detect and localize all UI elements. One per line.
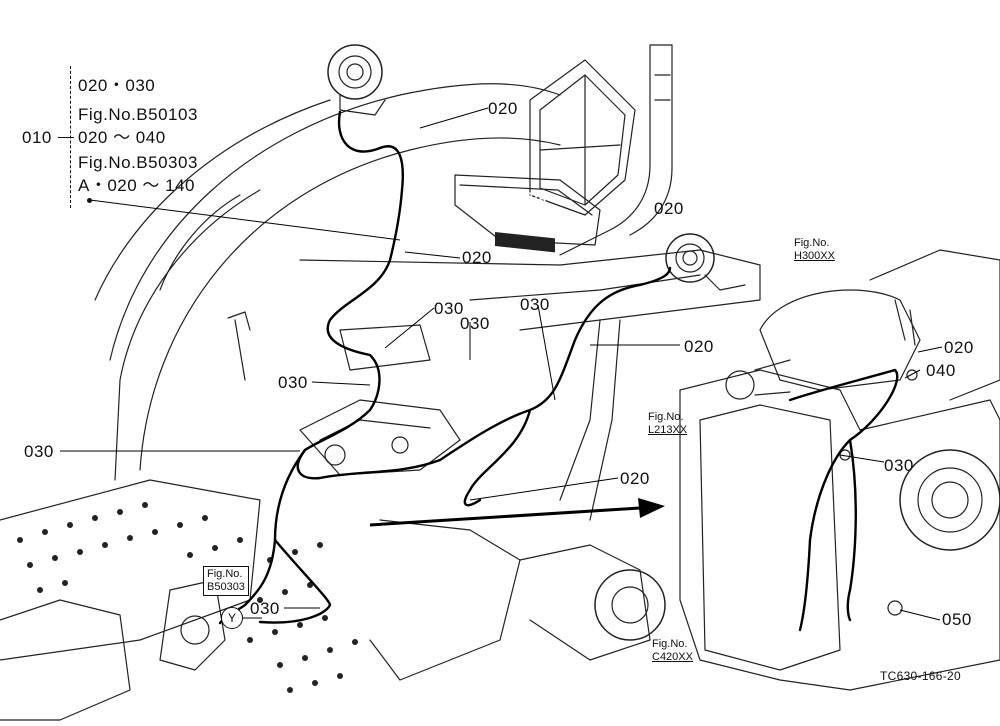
callout-030-frame[interactable]: 030 <box>520 295 550 314</box>
callout-020-center-low[interactable]: 020 <box>684 337 714 356</box>
callout-020-mid-left[interactable]: 020 <box>462 248 492 267</box>
seat-panel <box>529 59 636 216</box>
rear-axle <box>519 544 651 661</box>
fender-outline <box>109 83 561 361</box>
harness-lower <box>218 448 307 625</box>
fig-ref-h300-code[interactable]: H300XX <box>794 250 835 262</box>
callout-030-gearbox[interactable]: 030 <box>884 456 914 475</box>
fig-ref-b50303[interactable]: Fig.No. B50303 <box>203 566 249 596</box>
fig-ref-b50303-label: Fig.No. <box>207 568 243 580</box>
connector-marker-y[interactable]: Y <box>221 607 243 629</box>
harness-gearbox <box>788 368 899 632</box>
main-frame <box>299 249 761 331</box>
floor-plate <box>0 479 261 661</box>
callout-030-center2[interactable]: 030 <box>460 314 490 333</box>
fig-ref-h300-label: Fig.No. <box>794 237 830 249</box>
callout-020-top[interactable]: 020 <box>488 99 518 118</box>
group-line-3: 020 ～ 040 <box>78 128 166 147</box>
pump-housing <box>759 289 921 391</box>
fig-ref-c420[interactable]: Fig.No. C420XX <box>652 638 693 664</box>
callout-030-left[interactable]: 030 <box>24 442 54 461</box>
callout-030-center[interactable]: 030 <box>434 299 464 318</box>
brand-plate-text: KUBOTA <box>500 188 547 205</box>
callout-030-bottom[interactable]: 030 <box>250 599 280 618</box>
part-number-010[interactable]: 010 <box>22 128 52 147</box>
battery-cover <box>454 174 601 246</box>
group-line-1: 020・030 <box>78 76 156 95</box>
harness-main <box>296 110 672 480</box>
group-line-5: A・020 ～ 140 <box>78 176 196 195</box>
callout-040[interactable]: 040 <box>926 361 956 380</box>
group-line-4[interactable]: Fig.No.B50303 <box>78 153 198 172</box>
rops-frame <box>559 44 651 256</box>
fig-ref-b50303-code[interactable]: B50303 <box>207 581 245 593</box>
right-lamp <box>665 233 715 283</box>
drawing-code: TC630-166-20 <box>880 669 961 683</box>
fig-ref-h300[interactable]: Fig.No. H300XX <box>794 237 835 263</box>
transmission-case <box>679 369 1000 691</box>
left-lamp <box>327 44 383 100</box>
fig-ref-l213[interactable]: Fig.No. L213XX <box>648 411 687 437</box>
callout-020-pump[interactable]: 020 <box>944 338 974 357</box>
fig-ref-l213-label: Fig.No. <box>648 411 684 423</box>
leader-lines <box>60 107 943 621</box>
fig-ref-c420-code[interactable]: C420XX <box>652 651 693 663</box>
callout-050[interactable]: 050 <box>942 610 972 629</box>
group-anchor-dot <box>87 198 92 203</box>
fig-ref-l213-code[interactable]: L213XX <box>648 424 688 436</box>
callout-030-left-mid[interactable]: 030 <box>278 373 308 392</box>
bracket-tick <box>58 137 74 138</box>
callout-020-gearbox-right[interactable]: 020 <box>620 469 650 488</box>
fig-ref-c420-label: Fig.No. <box>652 638 688 650</box>
callout-020-fender-right[interactable]: 020 <box>654 199 684 218</box>
detail-arrow <box>369 498 665 527</box>
group-line-2[interactable]: Fig.No.B50103 <box>78 105 198 124</box>
